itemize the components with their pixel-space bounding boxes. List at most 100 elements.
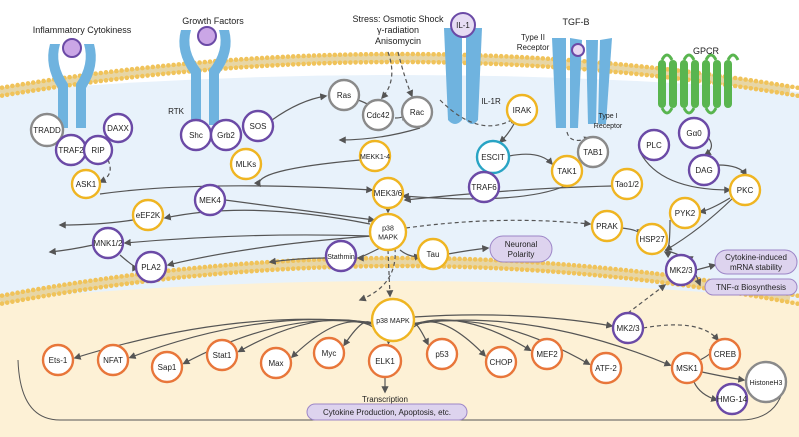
- signal-arrow: [698, 197, 731, 215]
- lipid-head: [254, 64, 260, 69]
- lipid-head: [519, 62, 525, 68]
- lipid-head: [233, 262, 239, 267]
- node-ring: [324, 239, 358, 273]
- node-ring: [728, 173, 762, 207]
- signal-arrow: [356, 247, 381, 262]
- label-tgfb: TGF-B: [563, 17, 590, 27]
- gpcr-helix: [658, 60, 666, 108]
- node-ring: [29, 112, 65, 148]
- lipid-head: [535, 55, 540, 61]
- lipid-head: [98, 276, 104, 282]
- lipid-head: [602, 273, 608, 279]
- lipid-head: [322, 60, 327, 66]
- lipid-head: [30, 295, 36, 301]
- lipid-head: [166, 276, 171, 282]
- lipid-head: [608, 266, 613, 271]
- signal-arrow: [381, 51, 393, 100]
- lipid-head: [264, 63, 270, 69]
- lipid-head: [290, 266, 296, 271]
- node-label: TRADD: [33, 126, 61, 135]
- lipid-head: [608, 274, 613, 279]
- edges: [48, 51, 747, 402]
- lipid-head: [436, 52, 442, 57]
- lipid-head: [108, 77, 114, 83]
- label-rtk: RTK: [168, 107, 185, 116]
- lipid-head: [10, 83, 15, 89]
- lipid-head: [732, 83, 738, 89]
- lipid-head: [0, 85, 5, 90]
- lipid-head: [311, 61, 317, 66]
- lipid-head: [67, 74, 72, 80]
- node-p53: p53: [425, 337, 459, 371]
- lipid-head: [155, 64, 161, 69]
- lipid-head: [202, 272, 208, 278]
- lipid-head: [233, 65, 239, 70]
- lipid-head: [353, 60, 358, 65]
- lipid-head: [660, 272, 665, 277]
- label-il1r: IL-1R: [481, 97, 501, 106]
- node-label: p53: [435, 350, 449, 359]
- lipid-head: [644, 278, 650, 283]
- lipid-head: [20, 297, 26, 303]
- node-label: ELK1: [375, 357, 395, 366]
- lipid-head: [764, 295, 769, 301]
- lipid-head: [701, 277, 707, 283]
- lipid-head: [519, 54, 525, 60]
- lipid-head: [358, 52, 364, 57]
- lipid-head: [379, 255, 384, 261]
- lipid-head: [20, 81, 26, 87]
- lipid-head: [72, 82, 78, 87]
- lipid-head: [405, 51, 410, 57]
- node-ring: [358, 139, 392, 173]
- node-plc: PLC: [637, 128, 671, 162]
- lipid-head: [467, 264, 473, 270]
- node-pla2: PLA2: [134, 250, 168, 284]
- lipid-head: [41, 78, 46, 84]
- lipid-head: [410, 59, 416, 65]
- signal-arrow: [166, 235, 373, 268]
- node-label: eEF2K: [136, 211, 161, 220]
- node-ring: [209, 118, 243, 152]
- lipid-head: [244, 56, 249, 62]
- lipid-head: [467, 256, 473, 262]
- lipid-head: [160, 71, 166, 77]
- node-ring: [368, 212, 408, 252]
- lipid-head: [181, 274, 187, 280]
- lipid-head: [758, 79, 764, 85]
- lipid-head: [67, 82, 72, 88]
- lipid-head: [140, 73, 145, 79]
- lipid-head: [545, 260, 551, 266]
- type1-receptor-b: [598, 38, 612, 124]
- lipid-head: [582, 66, 587, 72]
- node-ring: [241, 109, 275, 143]
- lipid-head: [530, 267, 535, 273]
- rtk-receptor-right-chain: [209, 30, 231, 125]
- outcome-tnf-biosynthesis: TNF-α Biosynthesis: [704, 278, 798, 296]
- node-ring: [82, 134, 114, 166]
- node-ring: [205, 338, 239, 372]
- receptors: [48, 12, 740, 128]
- lipid-head: [129, 74, 135, 80]
- node-label: PYK2: [675, 209, 696, 218]
- lipid-head: [363, 59, 369, 65]
- node-cdc42: Cdc42: [361, 98, 395, 132]
- signal-arrow: [447, 245, 490, 255]
- signal-arrow: [403, 185, 613, 203]
- lipid-head: [30, 88, 36, 93]
- lipid-head: [72, 280, 78, 286]
- lipid-head: [498, 266, 504, 271]
- node-ring: [367, 343, 403, 379]
- lipid-head: [514, 62, 520, 68]
- lipid-head: [228, 262, 234, 268]
- lipid-head: [368, 255, 374, 261]
- lipid-head: [4, 92, 10, 98]
- lipid-head: [394, 59, 400, 65]
- outcome-nuclear-text: Cytokine Production, Apoptosis, etc.: [323, 408, 451, 417]
- node-tau: Tau: [416, 237, 450, 271]
- cytokine-receptor: [48, 44, 96, 128]
- node-ring: [416, 237, 450, 271]
- lipid-head: [462, 52, 468, 58]
- lipid-head: [15, 290, 20, 296]
- lipid-head: [238, 57, 244, 62]
